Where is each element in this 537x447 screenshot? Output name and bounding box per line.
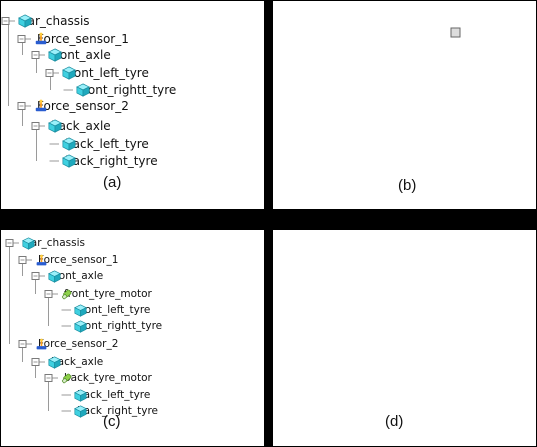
tree-node-label: back_axle [51,119,111,133]
panel-caption: (a) [103,173,122,191]
tree-node[interactable]: front_tyre_motor [61,288,152,301]
panel-caption: (d) [385,412,404,430]
tree-node[interactable]: back_right_tyre [62,154,158,168]
tree-lines [450,27,461,38]
tree-node[interactable]: Force_sensor_1 [34,32,129,46]
tree-node[interactable]: Force_sensor_2 [35,338,118,351]
tree-lines [5,239,71,412]
tree-node[interactable]: back_axle [48,119,111,133]
tree-lines [1,17,73,162]
tree-node-label: front_left_tyre [77,304,151,316]
tree-node-label: front_rightt_tyre [77,320,163,332]
tree-node-label: car_chassis [25,237,85,249]
tree-node-label: front_axle [51,270,104,282]
tree-node-label: back_right_tyre [65,154,158,168]
tree-node-label: back_left_tyre [77,389,151,401]
tree-node-label: back_right_tyre [77,405,159,417]
tree-node[interactable]: car_chassis [22,236,85,250]
tree-node-label: back_axle [51,356,104,368]
tree-node[interactable]: front_axle [48,269,104,283]
tree-node[interactable]: front_axle [48,48,111,62]
tree-node-label: front_rightt_tyre [79,83,177,97]
tree-lines [273,230,536,446]
tree-node-label: front_left_tyre [65,66,149,80]
tree-node[interactable]: back_left_tyre [74,388,151,402]
tree-node-label: Force_sensor_1 [37,32,129,46]
tree-node[interactable]: back_left_tyre [62,137,149,151]
tree-node-label: front_axle [51,48,111,62]
tree-node-label: front_tyre_motor [64,288,152,300]
properties-icon[interactable] [450,27,461,38]
tree-node[interactable]: front_rightt_tyre [74,319,163,333]
tree-node[interactable]: Force_sensor_1 [35,254,118,267]
panel-b: car_chassisForce_sensor_1front_axlefront… [273,1,536,209]
tree-node[interactable]: front_rightt_tyre [76,83,176,97]
tree-node-label: back_left_tyre [65,137,149,151]
tree-node[interactable]: back_tyre_motor [61,372,152,385]
tree-node-label: car_chassis [21,14,90,28]
tree-node[interactable]: front_left_tyre [74,303,151,317]
tree-node[interactable]: back_right_tyre [74,404,159,418]
tree-node[interactable]: car_chassis [18,14,90,28]
panel-d: back_axleback_left_tyreback_right_tyreba… [273,230,536,446]
tree-node[interactable]: Force_sensor_2 [34,99,129,113]
panel-caption: (c) [103,412,121,430]
tree-node-label: back_tyre_motor [64,372,152,384]
tree-node[interactable]: front_left_tyre [62,66,149,80]
tree-node-label: Force_sensor_2 [38,338,119,350]
tree-node-label: Force_sensor_1 [38,254,119,266]
tree-node[interactable]: back_axle [48,355,104,369]
panel-caption: (b) [398,176,417,194]
tree-node-label: Force_sensor_2 [37,99,129,113]
